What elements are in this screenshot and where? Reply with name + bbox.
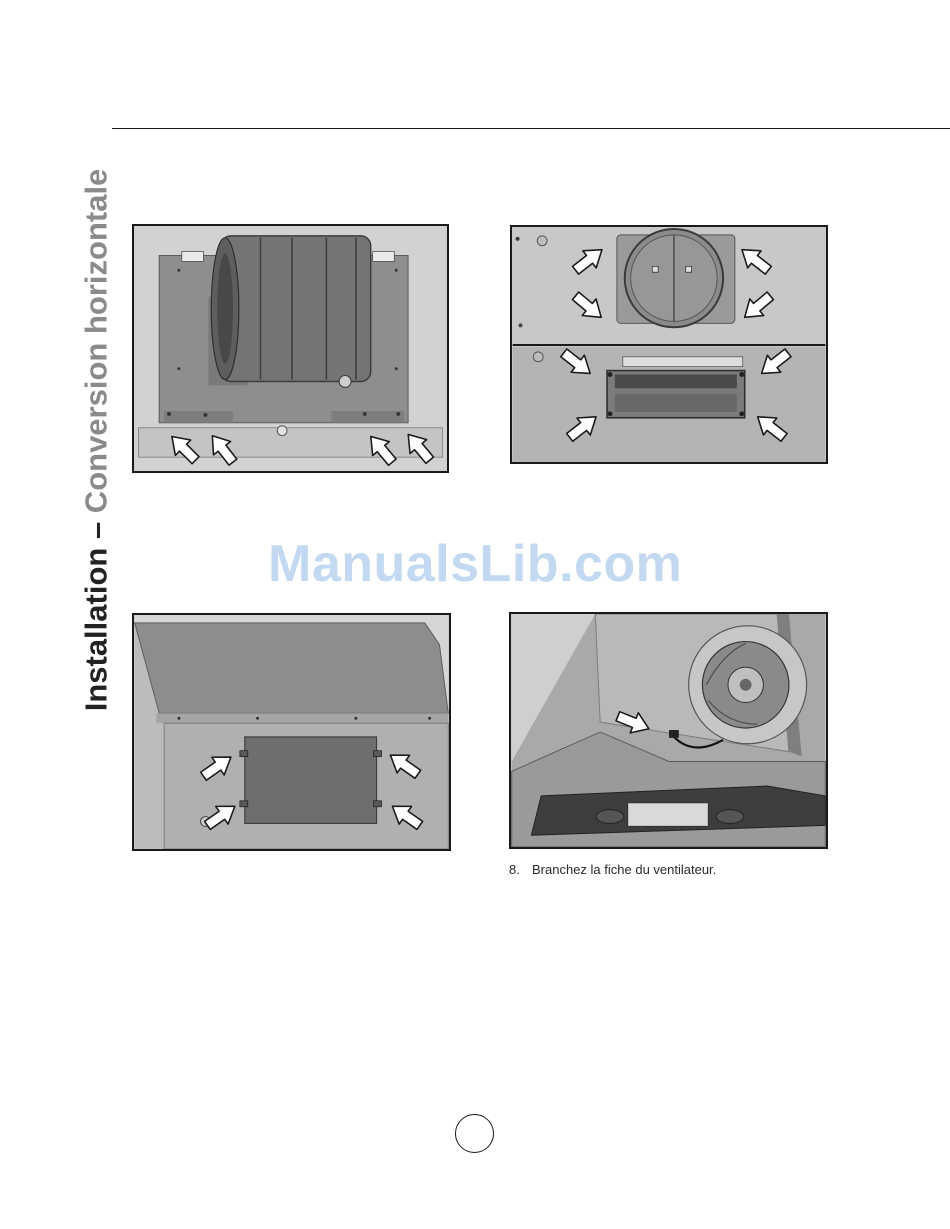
cover-plate-illustration: [134, 615, 449, 849]
step-text: Branchez la fiche du ventilateur.: [532, 862, 716, 877]
step-caption: 8.Branchez la fiche du ventilateur.: [509, 862, 716, 877]
figure-blower-mounting-plate: [132, 224, 449, 473]
watermark: ManualsLib.com: [268, 534, 682, 594]
section-title: Installation – Conversion horizontale: [81, 169, 112, 712]
blower-plate-illustration: [134, 226, 447, 471]
figure-cover-plate: [132, 613, 451, 851]
page-number-circle: [455, 1114, 494, 1153]
figure-fan-plug: [509, 612, 828, 849]
section-title-conversion: Conversion horizontale: [79, 169, 114, 513]
figure-duct-collar-damper: [510, 225, 828, 464]
fan-plug-illustration: [511, 614, 826, 847]
step-number: 8.: [509, 862, 532, 877]
section-title-installation: Installation –: [79, 522, 114, 711]
header-rule: [112, 128, 950, 129]
duct-collar-illustration: [512, 227, 826, 462]
